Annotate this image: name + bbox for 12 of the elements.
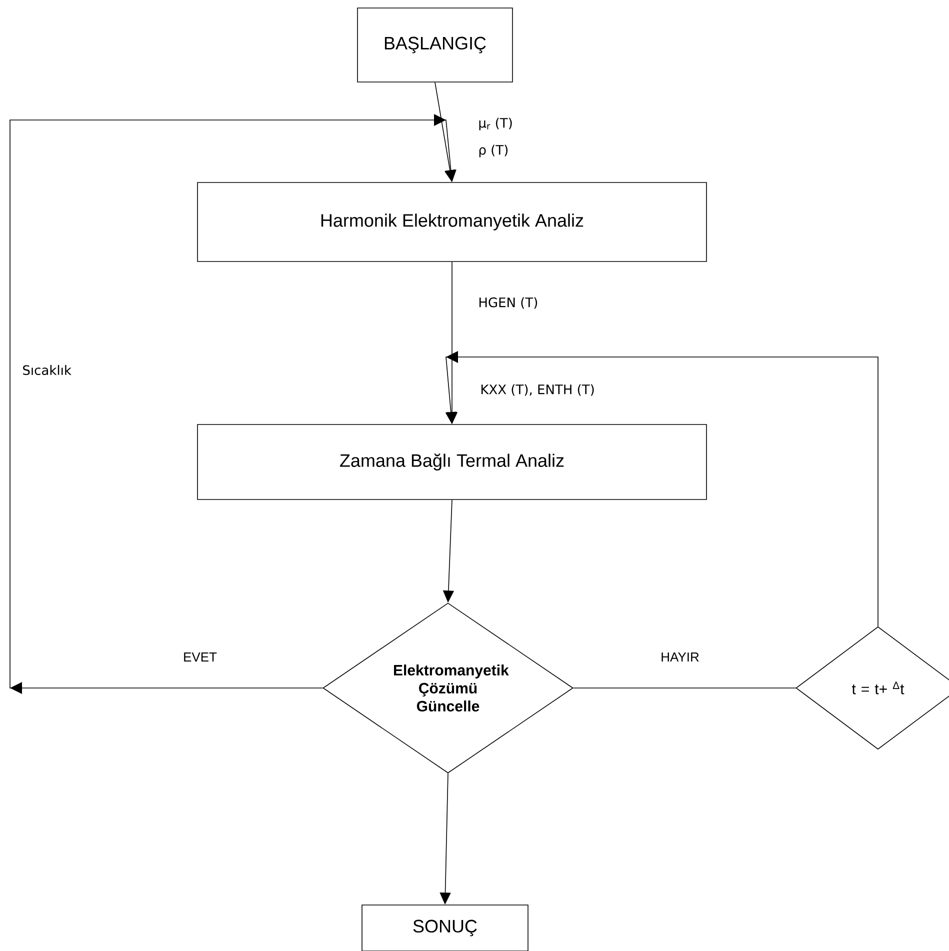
process-box: Zamana Bağlı Termal Analiz [197,424,707,500]
annotation-text: μ$_{r}$ (T) [479,118,512,130]
start-box: BAŞLANGIÇ [357,8,513,82]
annotation-text: Sıcaklık [23,364,72,376]
edge-label: HAYIR [660,652,700,662]
process-box: Harmonik Elektromanyetik Analiz [197,182,707,262]
arrow [10,114,456,694]
end-box: SONUÇ [362,904,528,951]
annotation-text: KXX (T), ENTH (T) [481,384,594,396]
edge-label: EVET [182,652,218,662]
annotation-text: ρ (T) [479,144,508,158]
annotation-text: HGEN (T) [479,297,538,309]
